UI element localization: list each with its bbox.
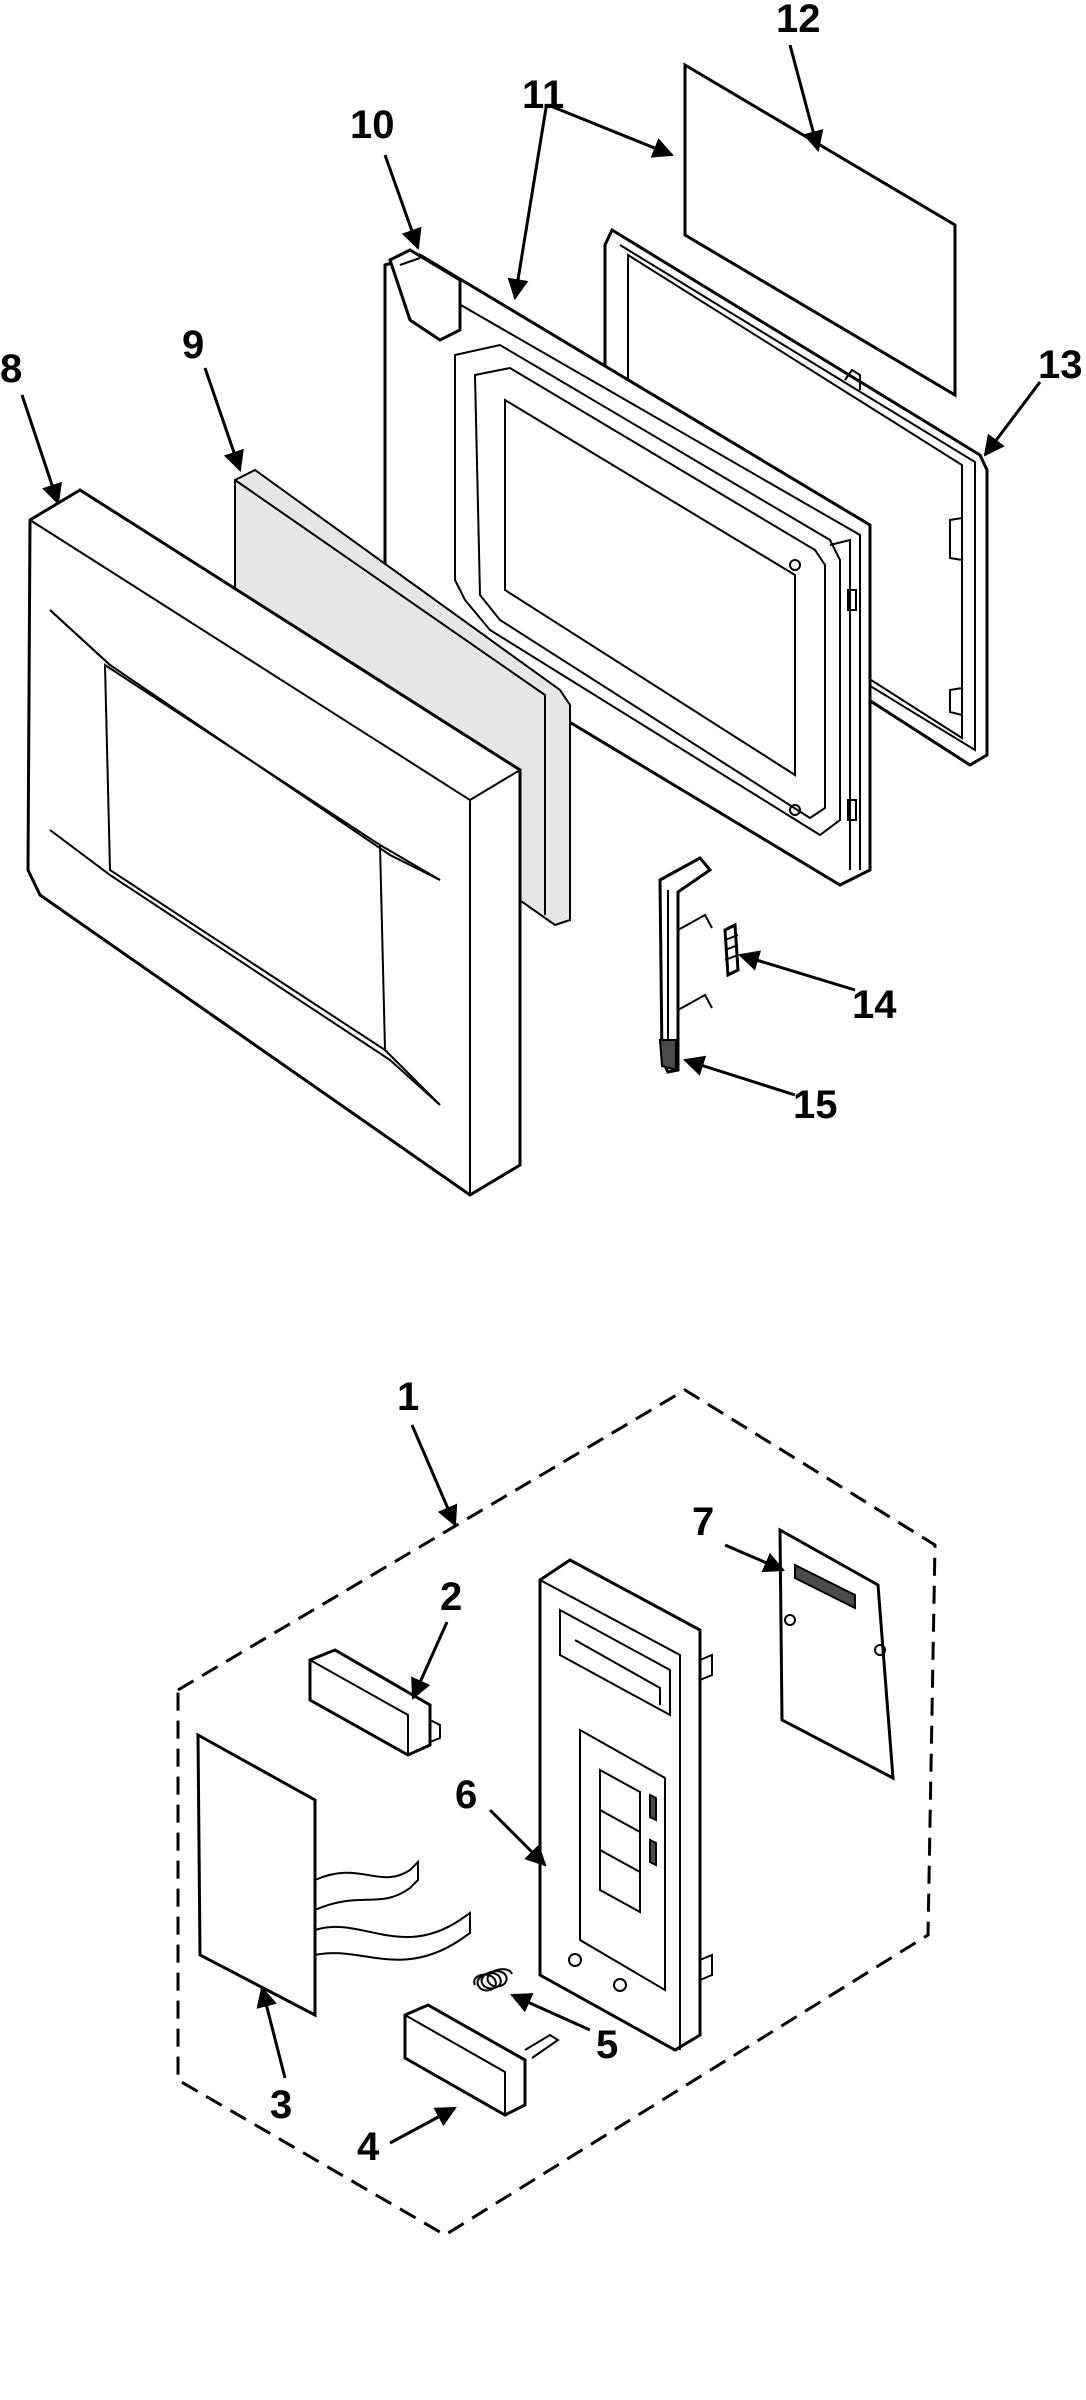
callout-12: 12	[776, 0, 821, 41]
leader-15	[682, 1055, 796, 1097]
part-8-door-front	[26, 488, 522, 1197]
leader-2	[411, 1621, 449, 1700]
callout-9: 9	[182, 323, 204, 367]
leader-lines	[20, 44, 1042, 2145]
callout-10: 10	[350, 103, 395, 147]
part-6-control-panel-frame	[538, 1558, 713, 2052]
callout-5: 5	[596, 2023, 618, 2067]
callout-3: 3	[270, 2083, 292, 2127]
leader-14	[737, 950, 856, 992]
part-2-display-window	[308, 1648, 441, 1757]
callout-11: 11	[522, 73, 564, 117]
part-11-door-inner-panel	[383, 253, 872, 887]
part-14-latch-spring	[723, 922, 740, 978]
part-5-spring	[473, 1968, 513, 1992]
callout-labels: 12 11 10 13 9 8 14 15 1 7 2 6 3 5 4	[0, 0, 1083, 2169]
callout-6: 6	[455, 1773, 477, 1817]
leader-5	[510, 1993, 591, 2032]
leader-12	[788, 44, 824, 153]
part-4-release-button	[403, 2003, 560, 2117]
leader-13	[983, 381, 1042, 457]
part-15-latch-lever	[658, 856, 713, 1074]
part-12-glass-sheet	[683, 62, 957, 398]
callout-2: 2	[440, 1575, 462, 1619]
part-1-control-panel-assembly-boundary	[176, 1388, 937, 2237]
part-7-pcb-board	[778, 1527, 895, 1781]
leader-9	[203, 367, 244, 472]
callout-4: 4	[357, 2125, 380, 2169]
callout-13: 13	[1038, 343, 1083, 387]
callout-7: 7	[692, 1500, 714, 1544]
leader-8	[20, 394, 62, 505]
leader-11b	[507, 107, 548, 301]
leader-4	[389, 2106, 457, 2145]
leader-3	[256, 1985, 287, 2079]
part-10-hinge-bracket	[388, 248, 462, 342]
callout-14: 14	[852, 983, 897, 1027]
callout-1: 1	[397, 1375, 419, 1419]
leader-7	[724, 1543, 785, 1573]
callout-15: 15	[793, 1083, 838, 1127]
leader-10	[383, 154, 422, 250]
leader-6	[488, 1808, 547, 1867]
part-3-membrane-keypad	[196, 1732, 471, 2018]
leader-1	[410, 1424, 458, 1527]
callout-8: 8	[0, 347, 22, 391]
leader-11a	[547, 103, 674, 158]
